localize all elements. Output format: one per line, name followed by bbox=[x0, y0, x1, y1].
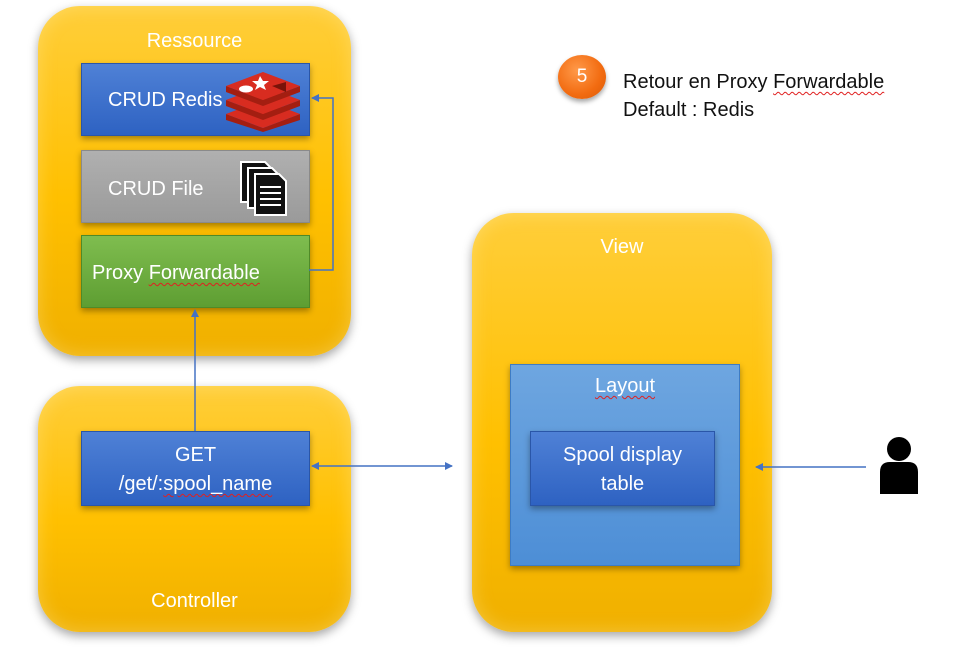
layout-title: Layout bbox=[511, 375, 739, 398]
note-line1-part1: Retour en Proxy bbox=[623, 71, 774, 93]
route-path-part1: /get/: bbox=[118, 473, 164, 495]
get-route-box: GET /get/:spool_name bbox=[81, 431, 310, 506]
crud-file-label: CRUD File bbox=[108, 178, 204, 200]
proxy-label-part2: Forwardable bbox=[148, 262, 260, 284]
spool-display-table-box: Spool display table bbox=[530, 431, 715, 506]
controller-title: Controller bbox=[151, 590, 238, 612]
step-note: Retour en Proxy Forwardable Default : Re… bbox=[623, 68, 884, 124]
spool-table-line2: table bbox=[600, 473, 645, 495]
spool-table-line1: Spool display bbox=[563, 444, 682, 466]
crud-redis-box: CRUD Redis bbox=[81, 63, 310, 136]
redis-logo-icon bbox=[226, 72, 300, 132]
resource-title: Ressource bbox=[146, 30, 243, 52]
proxy-forwardable-label: Proxy Forwardable bbox=[92, 262, 260, 285]
route-path-part2: spool_name bbox=[163, 473, 273, 495]
documents-icon bbox=[240, 161, 287, 216]
layout-title-text: Layout bbox=[594, 375, 656, 397]
note-line1-part2: Forwardable bbox=[773, 71, 885, 93]
proxy-to-redis-connector bbox=[309, 94, 334, 271]
get-route-method: GET bbox=[174, 444, 217, 466]
step-badge: 5 bbox=[558, 55, 606, 99]
proxy-forwardable-box: Proxy Forwardable bbox=[81, 235, 310, 308]
note-line1: Retour en Proxy Forwardable bbox=[623, 68, 884, 96]
note-line2: Default : Redis bbox=[623, 99, 755, 121]
crud-redis-label: CRUD Redis bbox=[108, 89, 223, 111]
get-route-path: /get/:spool_name bbox=[82, 473, 309, 496]
view-title: View bbox=[600, 236, 644, 258]
user-icon bbox=[880, 437, 918, 494]
proxy-label-part1: Proxy bbox=[92, 262, 149, 284]
